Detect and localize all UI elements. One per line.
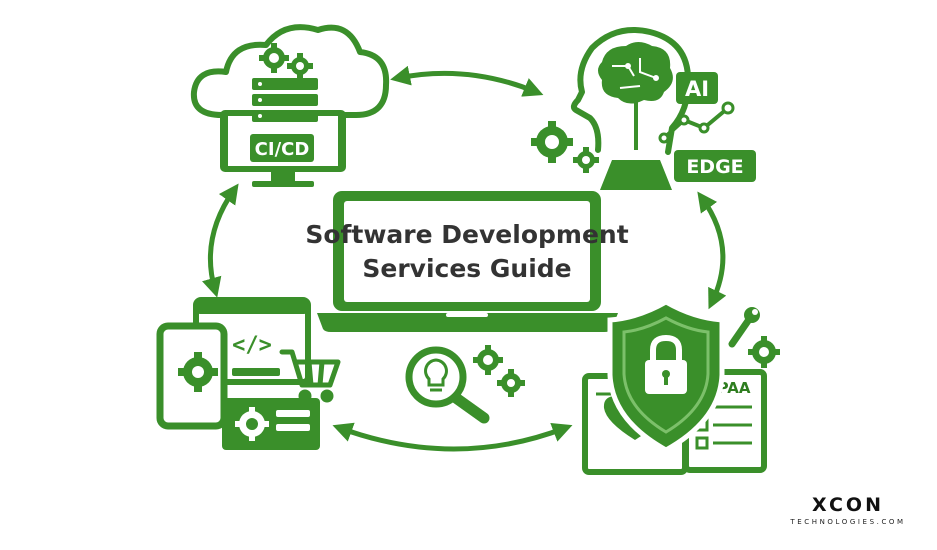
arrow-top [390, 65, 544, 97]
wrench-icon [728, 307, 760, 348]
arrow-bottom [332, 422, 573, 452]
ai-label-bg [676, 72, 718, 104]
gear-icon [573, 147, 599, 173]
app-node: </> [156, 297, 341, 450]
gear-icon [531, 121, 573, 163]
gear-icon [178, 352, 218, 392]
cicd-node: CI/CD [190, 24, 390, 187]
magnifier-handle [450, 392, 490, 424]
lightbulb-icon [424, 358, 448, 387]
trend-points [658, 101, 735, 144]
monitor-stand [271, 172, 295, 182]
gear-icon [497, 369, 525, 397]
xcon-logo: XCON TECHNOLOGIES.COM [789, 494, 905, 526]
gear-icon [235, 407, 269, 441]
cart-icon [279, 349, 341, 403]
arrow-left [202, 183, 239, 298]
edge-device [600, 160, 672, 190]
arrow-right [697, 191, 727, 310]
center-title-line1: Software Development [305, 220, 628, 249]
gear-icon [287, 53, 313, 79]
idea-magnifier-icon [405, 345, 525, 424]
code-symbol: </> [232, 333, 272, 358]
ai-label: AI [685, 77, 709, 101]
cloud-icon [190, 24, 390, 118]
monitor-base [252, 181, 314, 187]
edge-label: EDGE [686, 156, 743, 178]
logo-brand: XCON [812, 494, 884, 516]
laptop-screen [344, 201, 590, 302]
gear-icon [473, 345, 503, 375]
laptop-notch [446, 313, 488, 317]
ai-edge-node: AI EDGE [531, 27, 756, 190]
cicd-label: CI/CD [255, 139, 310, 160]
trend-line-icon [662, 106, 730, 140]
gear-icon [748, 336, 780, 368]
brain-icon [598, 42, 673, 104]
center-laptop: Software Development Services Guide [305, 191, 629, 332]
cicd-label-bg [250, 134, 314, 162]
browser-bar [196, 300, 308, 314]
dashboard-line [276, 410, 310, 417]
security-node: HIPAA [582, 299, 780, 475]
center-title-line2: Services Guide [362, 254, 571, 283]
laptop-base [317, 313, 618, 332]
brain-circuits [612, 58, 659, 89]
padlock-icon [645, 334, 687, 394]
magnifier-lens [405, 346, 467, 408]
logo-tagline: TECHNOLOGIES.COM [789, 518, 905, 526]
server-rack-icon [252, 78, 318, 122]
cycle-arrows [202, 65, 727, 452]
gear-icon [259, 43, 289, 73]
code-bar [232, 368, 280, 376]
shield-inner [622, 316, 710, 434]
dashboard-line [276, 424, 310, 431]
edge-label-bg [674, 150, 756, 182]
